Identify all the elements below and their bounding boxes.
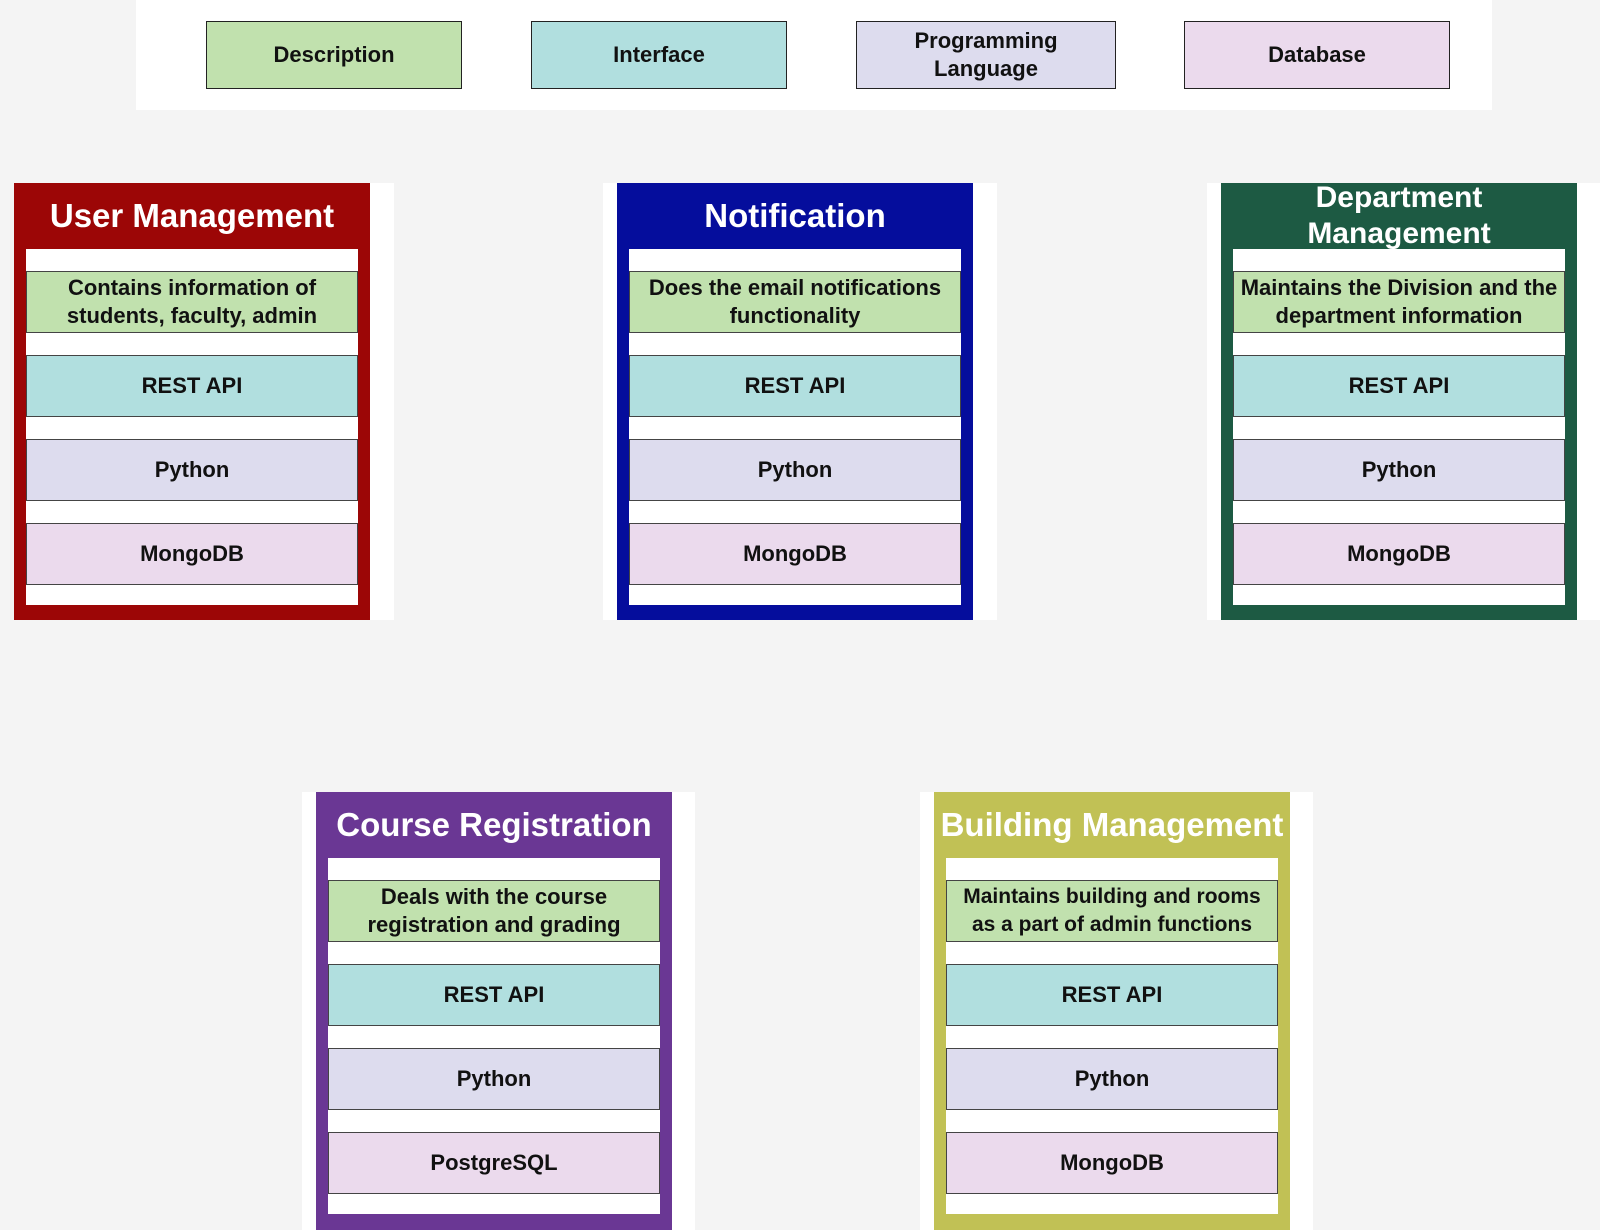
service-title: Building Management xyxy=(940,806,1284,843)
service-layers: Maintains building and rooms as a part o… xyxy=(946,858,1278,1214)
service-database: MongoDB xyxy=(629,523,961,585)
service-description: Contains information of students, facult… xyxy=(26,271,358,333)
service-interface: REST API xyxy=(328,964,660,1026)
service-description: Maintains building and rooms as a part o… xyxy=(946,880,1278,942)
service-card-user-management: User Management Contains information of … xyxy=(14,183,370,620)
service-interface: REST API xyxy=(946,964,1278,1026)
service-description: Deals with the course registration and g… xyxy=(328,880,660,942)
service-card-building-management: Building Management Maintains building a… xyxy=(934,792,1290,1230)
service-layers: Does the email notifications functionali… xyxy=(629,249,961,605)
service-language: Python xyxy=(1233,439,1565,501)
service-interface: REST API xyxy=(26,355,358,417)
service-interface: REST API xyxy=(629,355,961,417)
service-title: Notification xyxy=(704,197,886,234)
service-layers: Deals with the course registration and g… xyxy=(328,858,660,1214)
service-database: MongoDB xyxy=(1233,523,1565,585)
service-card-notification: Notification Does the email notification… xyxy=(617,183,973,620)
service-interface: REST API xyxy=(1233,355,1565,417)
service-database: MongoDB xyxy=(26,523,358,585)
service-language: Python xyxy=(26,439,358,501)
service-language: Python xyxy=(946,1048,1278,1110)
service-description: Does the email notifications functionali… xyxy=(629,271,961,333)
service-card-course-registration: Course Registration Deals with the cours… xyxy=(316,792,672,1230)
service-title: Department Management xyxy=(1307,183,1491,249)
service-layers: Contains information of students, facult… xyxy=(26,249,358,605)
legend-database: Database xyxy=(1184,21,1450,89)
service-title: User Management xyxy=(49,197,335,234)
service-language: Python xyxy=(328,1048,660,1110)
service-layers: Maintains the Division and the departmen… xyxy=(1233,249,1565,605)
service-language: Python xyxy=(629,439,961,501)
legend-programming-language: Programming Language xyxy=(856,21,1116,89)
service-database: MongoDB xyxy=(946,1132,1278,1194)
legend-interface: Interface xyxy=(531,21,787,89)
service-card-department-management: Department Management Maintains the Divi… xyxy=(1221,183,1577,620)
service-description: Maintains the Division and the departmen… xyxy=(1233,271,1565,333)
service-title: Course Registration xyxy=(336,806,652,843)
legend-panel: Description Interface Programming Langua… xyxy=(136,0,1492,110)
legend-description: Description xyxy=(206,21,462,89)
service-database: PostgreSQL xyxy=(328,1132,660,1194)
